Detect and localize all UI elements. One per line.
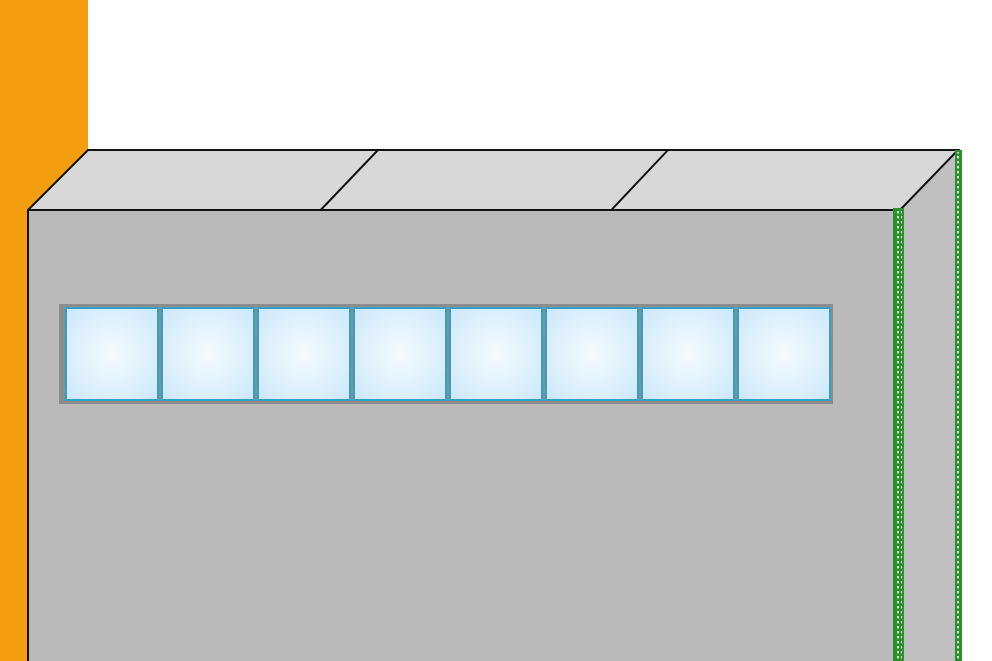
side-face — [900, 150, 962, 661]
window-panes — [65, 307, 831, 401]
roof-outline — [27, 149, 961, 211]
window-strip — [59, 304, 833, 404]
window-pane-4 — [353, 307, 447, 401]
window-pane-7 — [641, 307, 735, 401]
window-pane-5 — [449, 307, 543, 401]
roof-face — [28, 150, 958, 210]
window-pane-3 — [257, 307, 351, 401]
roof-dividers — [319, 149, 669, 211]
roof-divider-1 — [319, 149, 379, 211]
edge-strip-front-dots — [895, 210, 902, 661]
window-pane-1 — [65, 307, 159, 401]
window-pane-8 — [737, 307, 831, 401]
edge-strips — [893, 150, 962, 661]
window-pane-2 — [161, 307, 255, 401]
roof — [28, 149, 958, 211]
front-facade — [28, 210, 900, 661]
edge-strip-back-dots — [957, 152, 960, 661]
roof-divider-2 — [610, 149, 669, 211]
window-pane-6 — [545, 307, 639, 401]
